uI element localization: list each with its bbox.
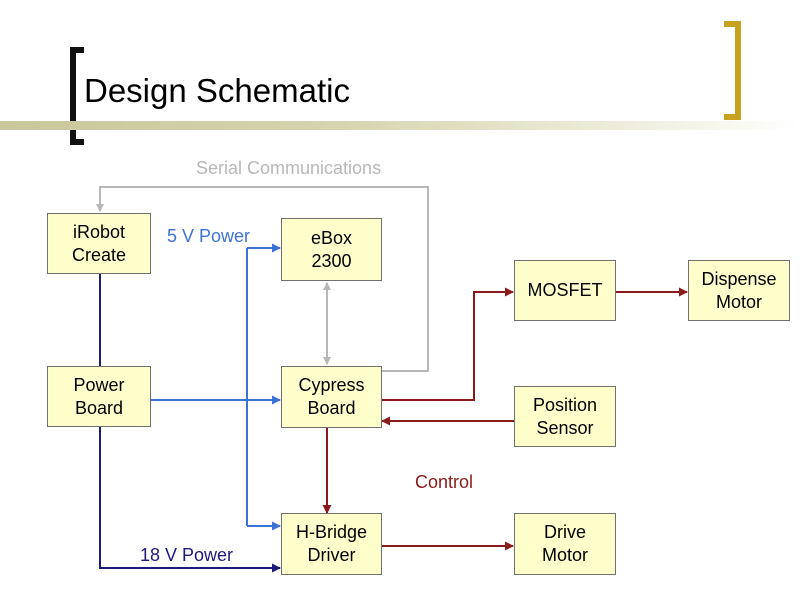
label-18v-power: 18 V Power: [140, 545, 234, 565]
block-dispense-motor: Dispense Motor: [688, 260, 790, 321]
block-cypress-board: Cypress Board: [281, 366, 382, 428]
slide-title: Design Schematic: [84, 72, 350, 109]
power18v-line: [99, 427, 281, 573]
block-ebox-2300: eBox 2300: [281, 218, 382, 281]
label-5v-power: 5 V Power: [167, 226, 251, 246]
block-power-board: Power Board: [47, 366, 151, 427]
block-hbridge-driver: H-Bridge Driver: [281, 513, 382, 575]
right-bracket-decoration: [724, 21, 741, 120]
label-serial-communications: Serial Communications: [196, 158, 382, 178]
label-control: Control: [415, 472, 474, 492]
block-mosfet: MOSFET: [514, 260, 616, 321]
block-drive-motor: Drive Motor: [514, 513, 616, 575]
block-irobot-create: iRobot Create: [47, 213, 151, 274]
title-underline-bar: [0, 121, 799, 130]
block-position-sensor: Position Sensor: [514, 386, 616, 447]
serial-comm-line: [96, 186, 429, 372]
cypress-to-mosfet-line: [381, 287, 514, 401]
left-bracket-decoration: [70, 47, 84, 145]
